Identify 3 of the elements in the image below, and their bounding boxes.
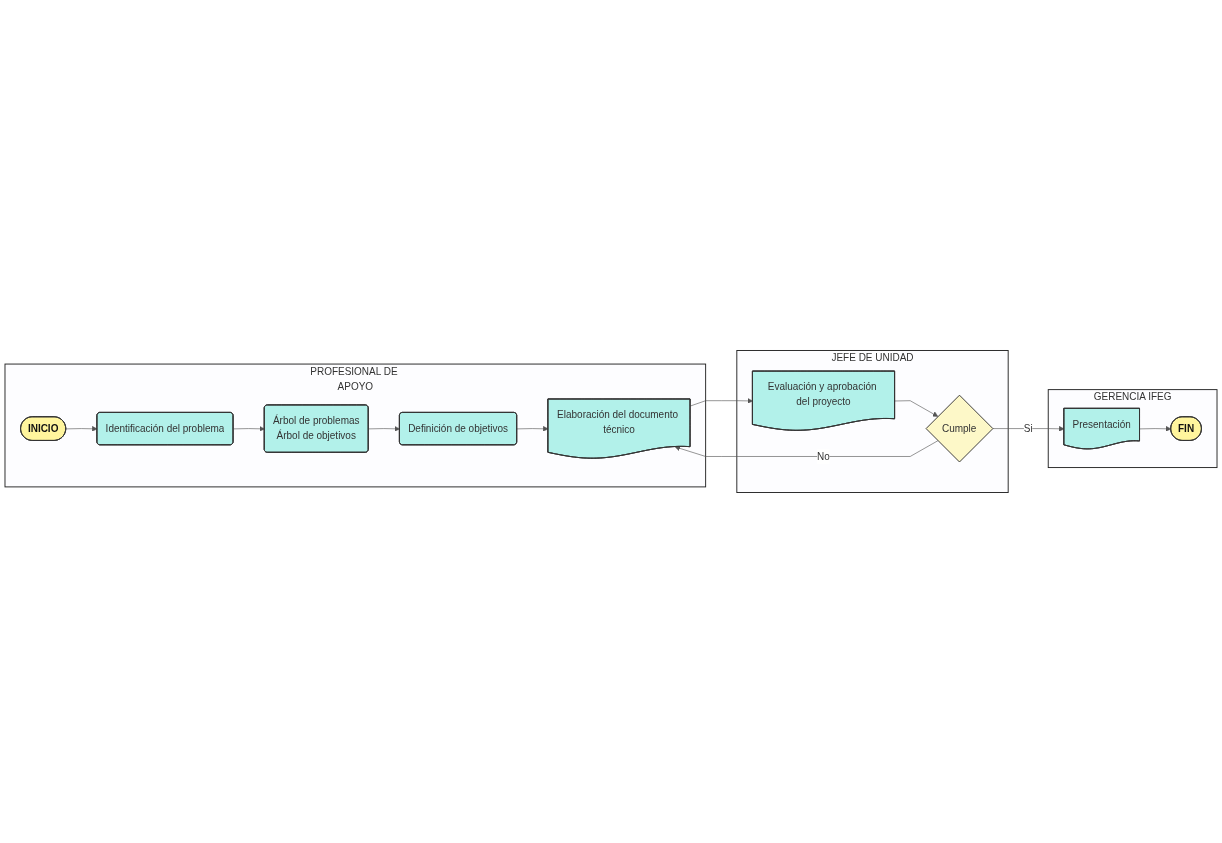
node-diamond: Cumple [925,394,994,463]
edge-label: No [817,450,830,462]
edge-label: Si [1023,422,1033,434]
